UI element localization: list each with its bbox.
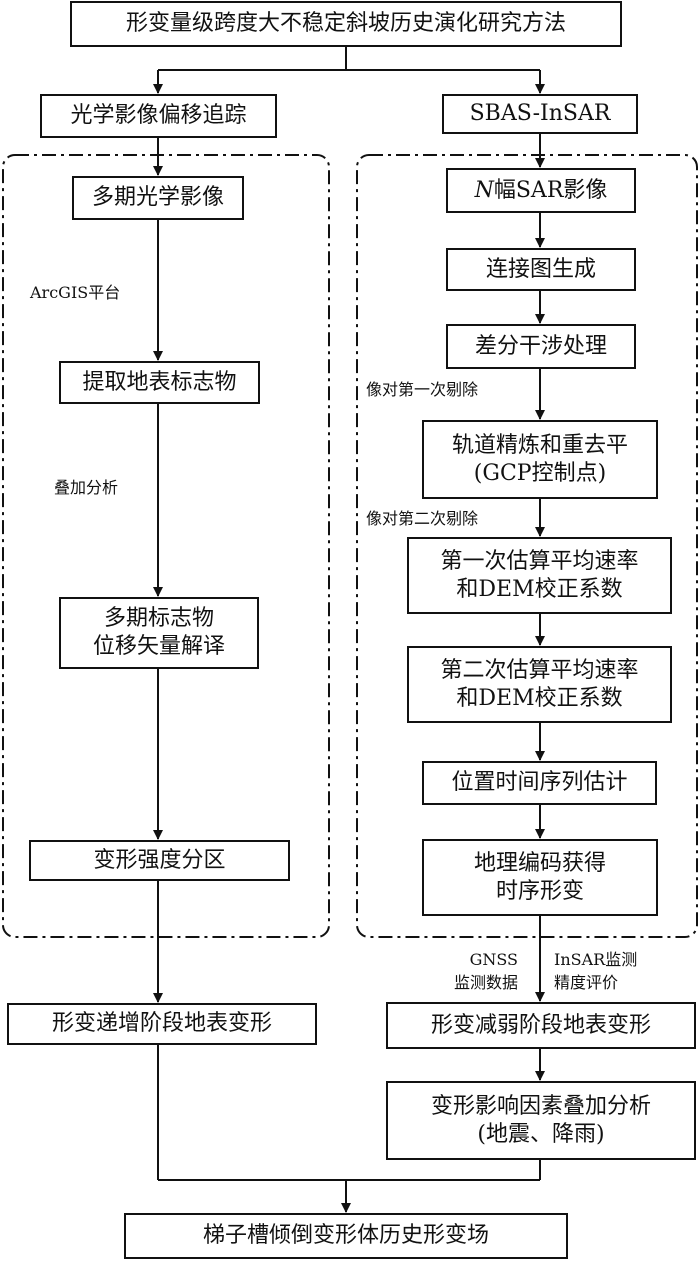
orbit-refinement-line-2: (GCP控制点) — [473, 460, 607, 486]
weakening-stage-deformation-box: 形变减弱阶段地表变形 — [386, 1002, 696, 1049]
influence-factors-box: 变形影响因素叠加分析 (地震、降雨) — [386, 1081, 696, 1160]
historical-deformation-field-text: 梯子槽倾倒变形体历史形变场 — [202, 1223, 489, 1248]
geocoding-line-2: 时序形变 — [495, 878, 584, 904]
geocoding-line-1: 地理编码获得 — [473, 850, 606, 876]
accuracy-evaluation-label: 精度评价 — [554, 973, 619, 992]
differential-interferometry-text: 差分干涉处理 — [474, 333, 607, 359]
overlay-analysis-label: 叠加分析 — [54, 478, 119, 497]
optical-offset-tracking-box: 光学影像偏移追踪 — [40, 94, 277, 138]
first-estimation-line-1: 第一次估算平均速率 — [440, 548, 639, 574]
connection-graph-text: 连接图生成 — [485, 256, 596, 282]
influence-factors-line-1: 变形影响因素叠加分析 — [430, 1093, 651, 1119]
second-rejection-label: 像对第二次剔除 — [366, 509, 479, 528]
right-process-container — [356, 154, 698, 938]
increasing-stage-deformation-box: 形变递增阶段地表变形 — [7, 1003, 317, 1045]
weakening-stage-deformation-text: 形变减弱阶段地表变形 — [430, 1012, 651, 1038]
deformation-intensity-zoning-box: 变形强度分区 — [29, 840, 290, 881]
n-sar-images-box: N幅SAR影像 — [446, 168, 636, 213]
extract-surface-markers-text: 提取地表标志物 — [82, 369, 237, 395]
first-rejection-label: 像对第一次剔除 — [366, 380, 479, 399]
geocoding-box: 地理编码获得 时序形变 — [422, 839, 658, 916]
n-variable: N — [474, 177, 494, 203]
title-box: 形变量级跨度大不稳定斜坡历史演化研究方法 — [70, 1, 622, 47]
marker-displacement-line-2: 位移矢量解译 — [92, 634, 225, 659]
influence-factors-line-2: (地震、降雨) — [477, 1121, 605, 1147]
multi-period-optical-images-text: 多期光学影像 — [91, 185, 224, 210]
orbit-refinement-line-1: 轨道精炼和重去平 — [451, 432, 628, 458]
increasing-stage-deformation-text: 形变递增阶段地表变形 — [51, 1011, 272, 1036]
extract-surface-markers-box: 提取地表标志物 — [59, 361, 260, 404]
sar-images-text: 幅SAR影像 — [493, 177, 608, 203]
left-process-container — [2, 154, 330, 938]
marker-displacement-line-1: 多期标志物 — [103, 606, 214, 631]
multi-period-optical-images-box: 多期光学影像 — [72, 176, 244, 220]
insar-monitoring-label: InSAR监测 — [554, 950, 638, 969]
position-time-series-text: 位置时间序列估计 — [451, 770, 628, 795]
connection-graph-box: 连接图生成 — [446, 248, 636, 291]
orbit-refinement-box: 轨道精炼和重去平 (GCP控制点) — [422, 420, 658, 499]
position-time-series-box: 位置时间序列估计 — [422, 761, 657, 805]
marker-displacement-vector-box: 多期标志物 位移矢量解译 — [59, 597, 259, 669]
second-estimation-box: 第二次估算平均速率 和DEM校正系数 — [407, 646, 672, 723]
sbas-insar-text: SBAS-InSAR — [469, 101, 611, 126]
optical-offset-tracking-text: 光学影像偏移追踪 — [70, 103, 247, 128]
gnss-label: GNSS — [469, 950, 518, 969]
monitoring-data-label: 监测数据 — [453, 973, 518, 992]
first-estimation-line-2: 和DEM校正系数 — [456, 576, 623, 602]
second-estimation-line-1: 第二次估算平均速率 — [440, 657, 639, 683]
first-estimation-box: 第一次估算平均速率 和DEM校正系数 — [407, 537, 672, 614]
historical-deformation-field-box: 梯子槽倾倒变形体历史形变场 — [124, 1213, 568, 1259]
differential-interferometry-box: 差分干涉处理 — [446, 324, 636, 369]
sbas-insar-box: SBAS-InSAR — [442, 94, 638, 134]
title-text: 形变量级跨度大不稳定斜坡历史演化研究方法 — [125, 11, 566, 36]
deformation-intensity-zoning-text: 变形强度分区 — [93, 847, 226, 873]
second-estimation-line-2: 和DEM校正系数 — [456, 685, 623, 711]
arcgis-platform-label: ArcGIS平台 — [30, 283, 121, 302]
